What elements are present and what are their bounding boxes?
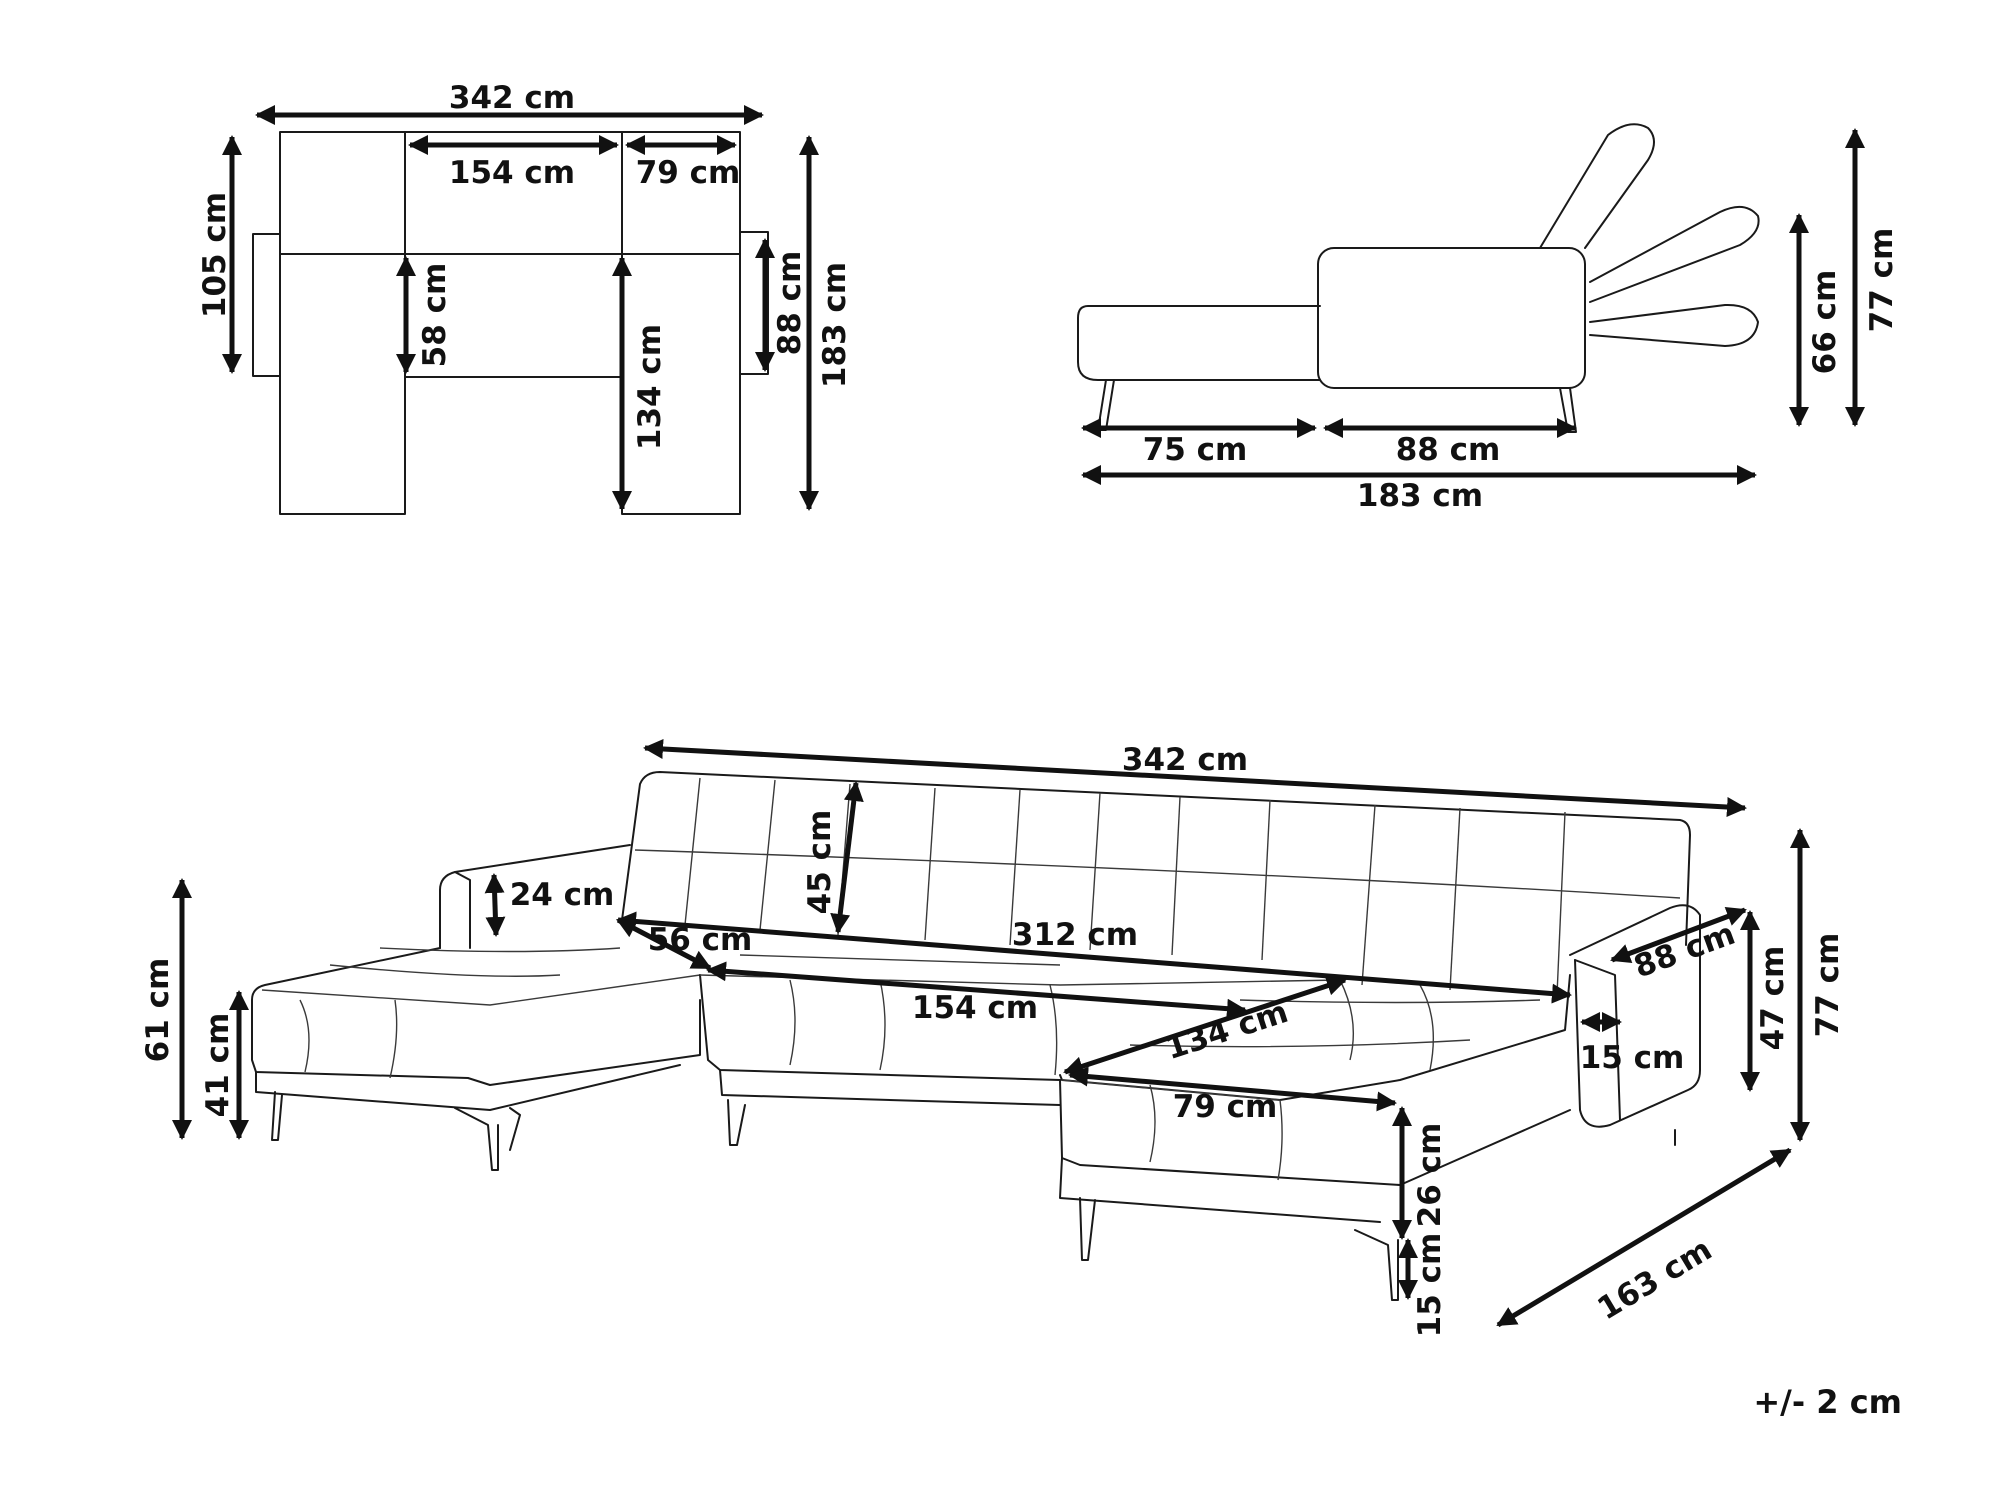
persp-arm-width: 15 cm <box>1580 1040 1685 1076</box>
persp-width-chaise: 79 cm <box>1173 1089 1278 1125</box>
persp-depth-total: 163 cm <box>1591 1232 1718 1328</box>
perspective-view: 342 cm 312 cm 154 cm 79 cm 134 cm 56 cm … <box>140 738 1846 1338</box>
persp-h-arm-above-seat: 24 cm <box>510 877 615 913</box>
persp-h-total: 77 cm <box>1810 933 1846 1038</box>
persp-h-legs: 15 cm <box>1412 1233 1448 1338</box>
top-depth-seat: 58 cm <box>417 263 453 368</box>
perspective-outline <box>251 771 1701 1301</box>
top-width-chaise: 79 cm <box>636 155 741 191</box>
side-view: 75 cm 88 cm 183 cm 66 cm 77 cm <box>1077 123 1900 514</box>
side-h-total: 77 cm <box>1864 228 1900 333</box>
top-view: 342 cm 154 cm 79 cm 105 cm 58 cm 134 cm … <box>197 80 853 515</box>
persp-h-arm-right: 47 cm <box>1755 946 1791 1051</box>
persp-width-total: 342 cm <box>1122 742 1248 778</box>
side-len-chaise: 75 cm <box>1143 432 1248 468</box>
persp-h-seat: 41 cm <box>200 1013 236 1118</box>
top-width-total: 342 cm <box>449 80 575 116</box>
top-width-middle: 154 cm <box>449 155 575 191</box>
top-depth-back: 105 cm <box>197 192 233 318</box>
persp-width-middle: 154 cm <box>912 990 1038 1026</box>
side-view-outline <box>1077 123 1760 433</box>
persp-width-inner: 312 cm <box>1012 917 1138 953</box>
persp-h-back: 45 cm <box>802 810 838 915</box>
side-len-total: 183 cm <box>1357 478 1483 514</box>
top-depth-chaise: 134 cm <box>632 324 668 450</box>
top-depth-arm: 88 cm <box>772 251 808 356</box>
persp-h-arm: 61 cm <box>140 958 176 1063</box>
persp-depth-arm: 88 cm <box>1629 916 1740 986</box>
top-depth-total: 183 cm <box>817 262 853 388</box>
persp-h-cushion: 26 cm <box>1412 1123 1448 1228</box>
side-len-seat: 88 cm <box>1396 432 1501 468</box>
persp-depth-seat: 56 cm <box>648 922 753 958</box>
side-h-back: 66 cm <box>1807 270 1843 375</box>
top-view-outline <box>252 131 769 515</box>
tolerance-note: +/- 2 cm <box>1753 1383 1902 1421</box>
